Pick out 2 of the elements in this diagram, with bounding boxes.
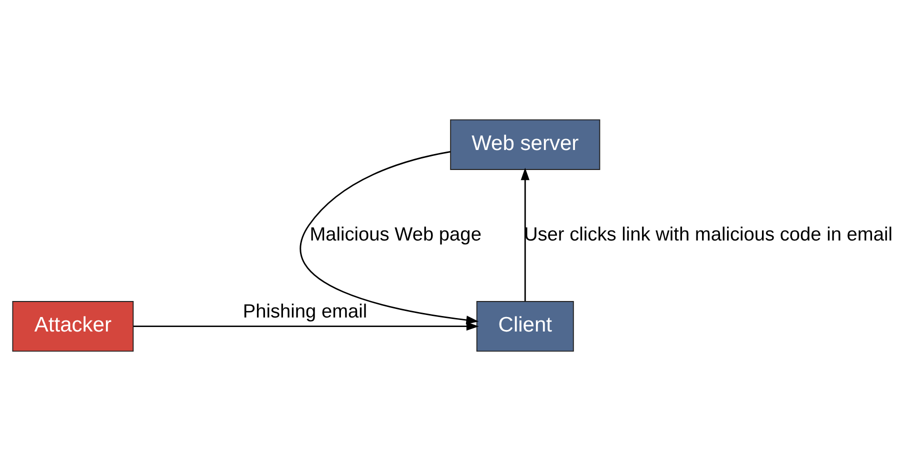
edge-label: Phishing email <box>242 302 368 323</box>
edge-label: Malicious Web page <box>310 224 482 246</box>
